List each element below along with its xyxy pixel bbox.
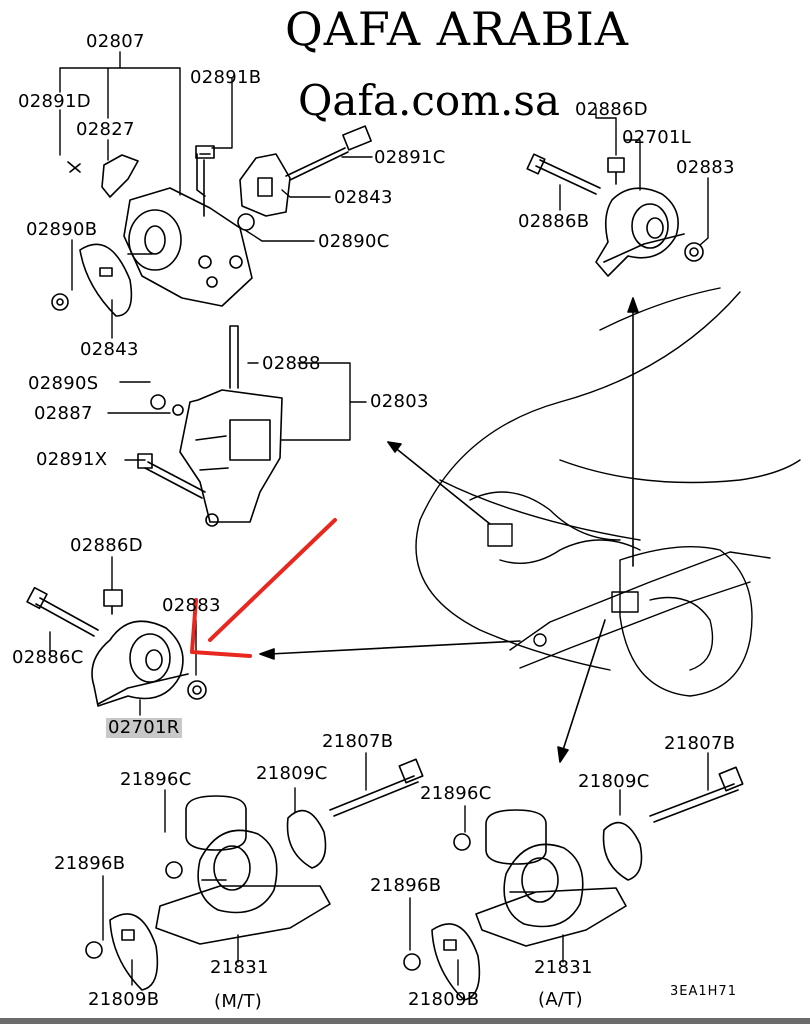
label-02883-top: 02883: [676, 157, 735, 178]
label-02890C: 02890C: [318, 231, 390, 252]
label-21807B-right: 21807B: [664, 733, 736, 754]
label-02886C: 02886C: [12, 647, 84, 668]
label-21896B-left: 21896B: [54, 853, 126, 874]
label-21896C-left: 21896C: [120, 769, 192, 790]
label-21807B-left: 21807B: [322, 731, 394, 752]
label-21831-right: 21831: [534, 957, 593, 978]
engine-mount-02807: [67, 125, 372, 307]
engine-mount-02803: [137, 325, 283, 527]
leader-lines: [49, 51, 709, 986]
highlight-arrow: [190, 518, 337, 658]
label-21896B-right: 21896B: [370, 875, 442, 896]
label-02891C: 02891C: [374, 147, 446, 168]
transmission-mount-at: [403, 766, 744, 1001]
label-02803: 02803: [370, 391, 429, 412]
label-21809B-right: 21809B: [408, 989, 480, 1010]
label-02887: 02887: [34, 403, 93, 424]
label-at: (A/T): [538, 989, 583, 1010]
label-21809C-right: 21809C: [578, 771, 650, 792]
label-21809B-left: 21809B: [88, 989, 160, 1010]
diagram-code: 3EA1H71: [670, 984, 737, 999]
label-02807: 02807: [86, 31, 145, 52]
engine-mount-02701R: [26, 586, 207, 707]
label-21831-left: 21831: [210, 957, 269, 978]
label-21896C-right: 21896C: [420, 783, 492, 804]
label-02886D-top: 02886D: [575, 99, 648, 120]
engine-mount-02701L: [526, 153, 704, 277]
transmission-mount-mt: [85, 758, 424, 991]
label-02891X: 02891X: [36, 449, 108, 470]
brand-url: Qafa.com.sa: [298, 76, 560, 125]
label-02891D: 02891D: [18, 91, 91, 112]
label-02827: 02827: [76, 119, 135, 140]
label-02891B: 02891B: [190, 67, 262, 88]
label-02888: 02888: [262, 353, 321, 374]
label-02886B: 02886B: [518, 211, 590, 232]
label-02883-left: 02883: [162, 595, 221, 616]
vehicle-outline: [415, 287, 801, 697]
label-02701R: 02701R: [106, 717, 182, 738]
label-02843-top: 02843: [334, 187, 393, 208]
label-mt: (M/T): [214, 991, 263, 1012]
bottom-bar: [0, 1018, 810, 1024]
pointer-arrows: [259, 297, 639, 763]
label-02886D-left: 02886D: [70, 535, 143, 556]
label-02843-bottom: 02843: [80, 339, 139, 360]
stopper-plate-02843: [51, 243, 133, 317]
label-02890B: 02890B: [26, 219, 98, 240]
label-02890S: 02890S: [28, 373, 99, 394]
brand-title: QAFA ARABIA: [285, 2, 629, 56]
label-21809C-left: 21809C: [256, 763, 328, 784]
label-02701L: 02701L: [622, 127, 692, 148]
